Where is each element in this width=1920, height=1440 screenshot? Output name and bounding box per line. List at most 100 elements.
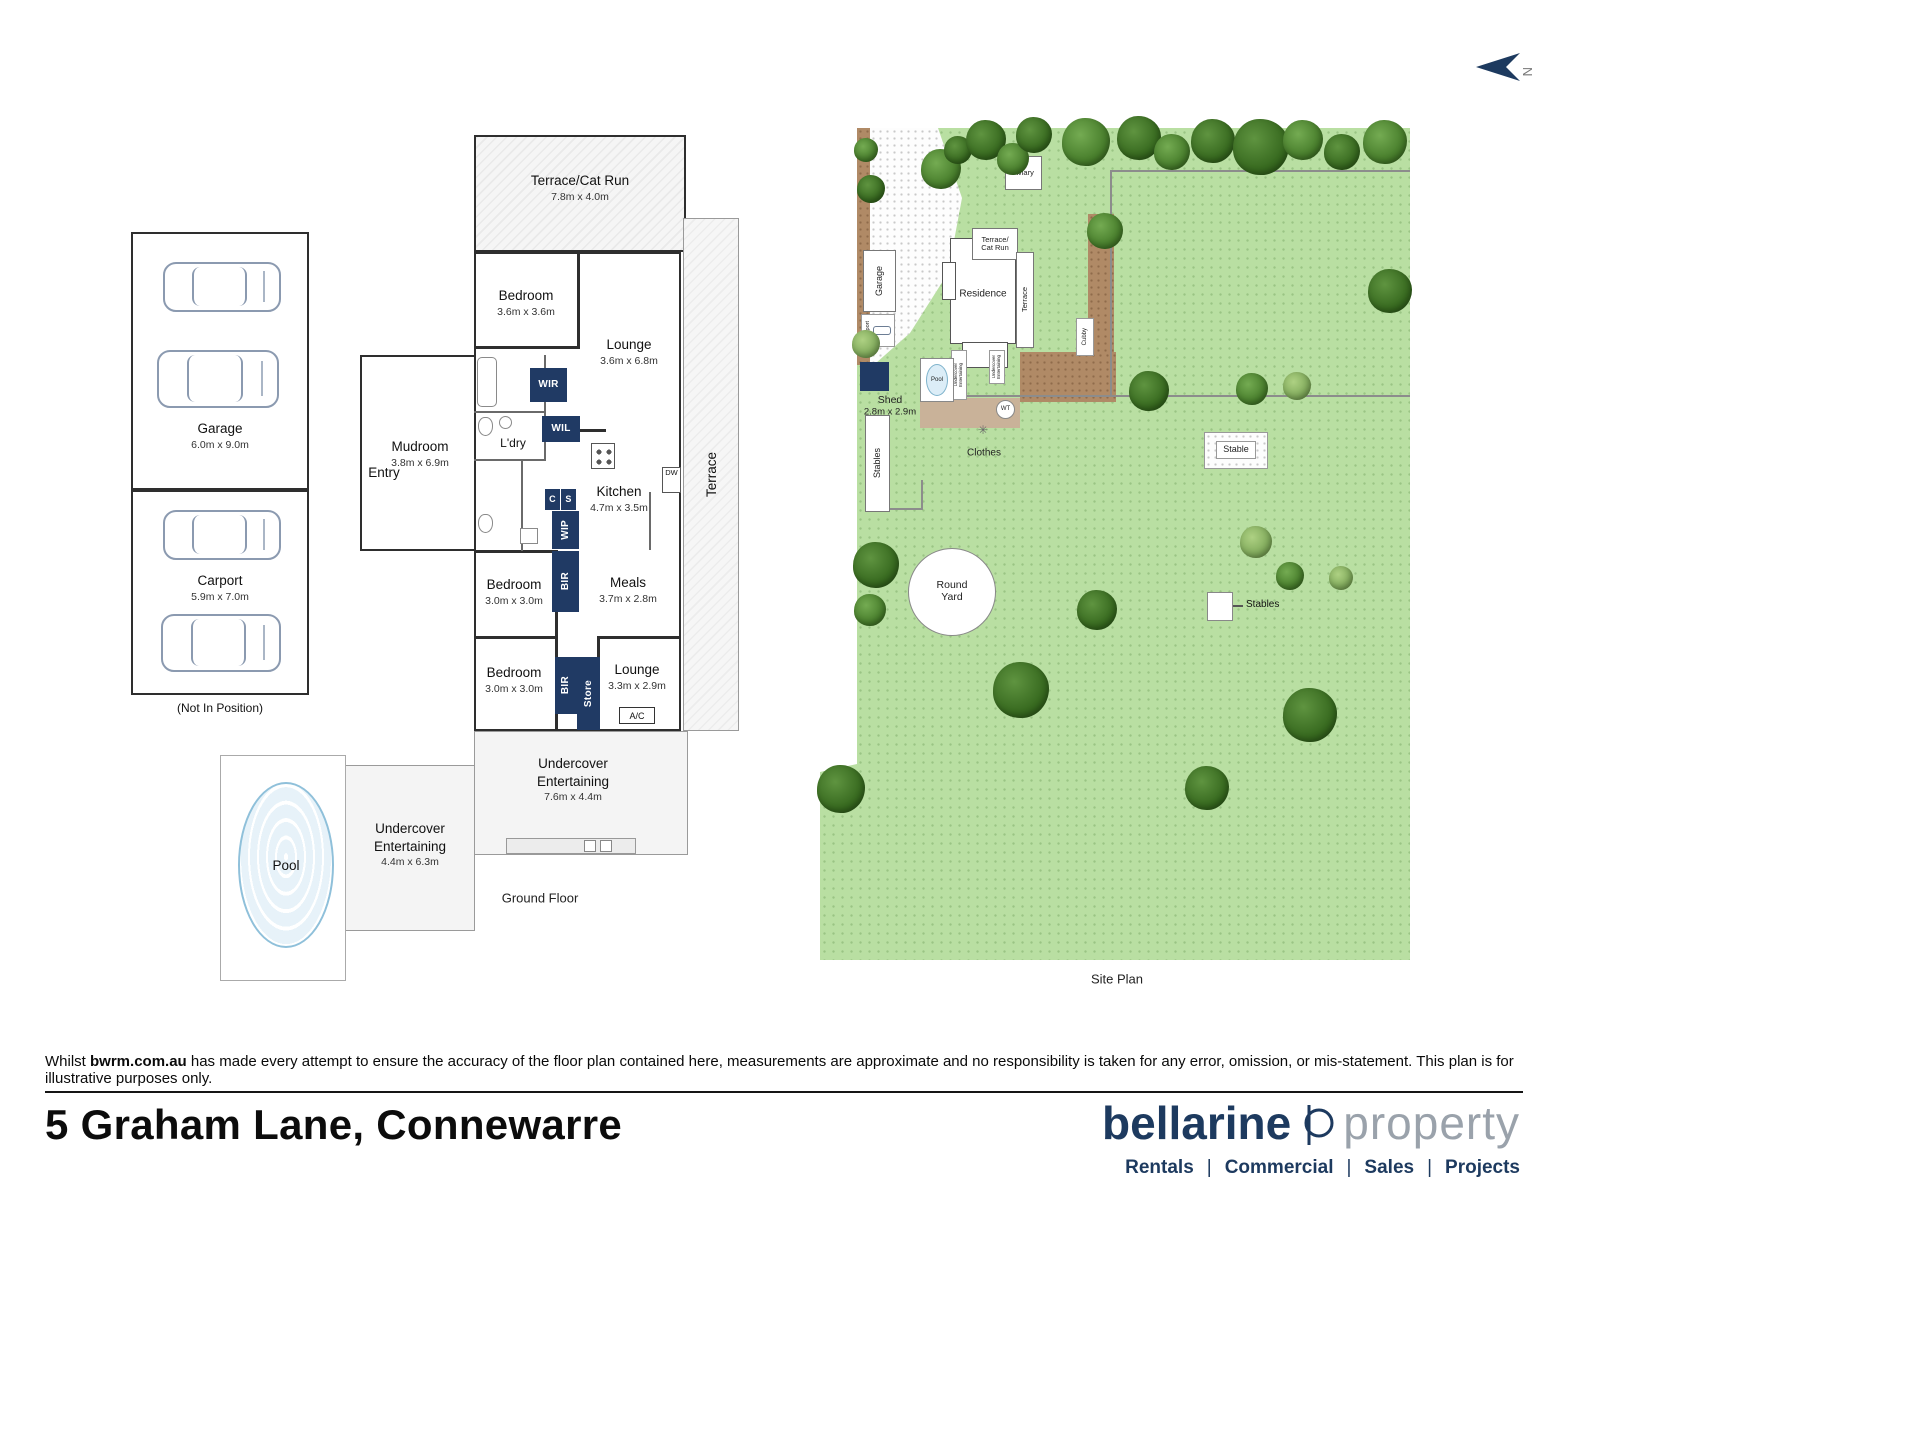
services-tagline: Rentals | Commercial | Sales | Projects xyxy=(1040,1157,1520,1179)
wip-label: WIP xyxy=(559,520,571,540)
fixture-shape xyxy=(499,416,512,429)
garage-label: Garage xyxy=(873,265,884,297)
wall-shape xyxy=(577,252,580,348)
bir-label: BIR xyxy=(559,572,571,591)
residence-label: Residence xyxy=(959,288,1007,300)
aviary-building: Aviary xyxy=(1005,156,1042,190)
bedroom1-label: Bedroom 3.6m x 3.6m xyxy=(497,287,555,319)
pool-shape: Pool xyxy=(926,364,948,396)
wip-box: WIP xyxy=(552,511,579,549)
pool-shape xyxy=(238,782,334,948)
room-name: Mudroom xyxy=(391,438,449,454)
stables-small-building xyxy=(1207,592,1233,621)
ac-box: A/C xyxy=(619,707,655,724)
dirt-shape xyxy=(1020,352,1116,402)
room-name: Garage xyxy=(197,420,243,436)
terrace-label: Terrace xyxy=(683,218,739,731)
undercover1-area xyxy=(474,731,688,855)
clothesline-icon: ✳ xyxy=(977,423,989,437)
shed-building xyxy=(860,362,889,391)
disclaimer-site: bwrm.com.au xyxy=(90,1053,187,1070)
room-name: Kitchen xyxy=(596,483,642,499)
bir-box: BIR xyxy=(555,657,577,714)
bbq-icon xyxy=(600,840,612,852)
bir-label: BIR xyxy=(560,676,571,695)
wall-shape xyxy=(521,459,523,551)
entry-label: Entry xyxy=(368,464,400,482)
brand-secondary: property xyxy=(1343,1097,1520,1149)
room-dims: 3.8m x 6.9m xyxy=(391,456,449,469)
room-name: Terrace/Cat Run xyxy=(530,172,630,188)
service-item: Sales xyxy=(1364,1157,1415,1178)
dishwasher-box: DW xyxy=(662,467,681,493)
terrace-cat-run-label: Terrace/Cat Run 7.8m x 4.0m xyxy=(531,172,629,204)
car-icon xyxy=(161,614,281,672)
agency-logo: bellarine property Rentals | Commercial … xyxy=(1040,1096,1520,1179)
room-name: Bedroom xyxy=(486,576,542,592)
room-name: Carport xyxy=(197,572,243,588)
stable-label: Stable xyxy=(1223,444,1249,455)
room-name: Undercover Entertaining xyxy=(373,821,447,854)
car-icon xyxy=(873,326,892,335)
brand-mark-icon xyxy=(1304,1105,1334,1145)
shelf-box: S xyxy=(561,489,576,510)
label-line: Yard xyxy=(941,591,963,603)
site-undercover-area: Undercover Entertaining xyxy=(989,350,1005,384)
room-dims: 7.6m x 4.4m xyxy=(544,791,602,804)
bir-box: BIR xyxy=(552,551,579,612)
cupboard-box: C xyxy=(545,489,560,510)
separator: | xyxy=(1346,1157,1352,1178)
fence-shape xyxy=(1110,170,1410,172)
site-pool: Pool xyxy=(920,358,954,402)
label-line: Round xyxy=(936,579,968,592)
room-name: Meals xyxy=(609,574,646,590)
c-label: C xyxy=(549,494,556,504)
room-name: L'dry xyxy=(500,436,526,451)
terrace-cat-run-area xyxy=(474,135,686,252)
car-icon xyxy=(163,262,281,312)
fence-shape xyxy=(921,480,923,510)
fixture-shape xyxy=(478,417,493,436)
carport-label: Carport 5.9m x 7.0m xyxy=(191,572,249,604)
undercover2-label: Undercover Entertaining 4.4m x 6.3m xyxy=(360,820,460,870)
terrace-label: Terrace xyxy=(1019,287,1029,313)
bbq-icon xyxy=(584,840,596,852)
room-name: Lounge xyxy=(606,336,652,352)
stable-chip: Stable xyxy=(1216,441,1256,459)
site-plan-caption: Site Plan xyxy=(1090,971,1144,987)
laundry-label: L'dry xyxy=(500,436,526,452)
site-carport-building: Carport xyxy=(861,314,895,347)
mudroom-outline xyxy=(360,355,476,551)
residence-wing xyxy=(942,262,956,300)
undercover1-label: Undercover Entertaining 7.6m x 4.4m xyxy=(513,755,633,805)
room-name: Entry xyxy=(368,465,400,481)
aviary-label: Aviary xyxy=(1013,167,1034,177)
wall-shape xyxy=(597,636,600,660)
label-line: Cat Run xyxy=(981,243,1009,252)
room-dims: 3.3m x 2.9m xyxy=(608,679,666,692)
label-line: Terrace/ xyxy=(981,234,1009,244)
room-dims: 4.7m x 3.5m xyxy=(590,501,648,514)
cubby-label: Cubby xyxy=(1081,328,1088,346)
fence-shape xyxy=(920,395,1410,397)
stables-right-label: Stables xyxy=(1246,599,1280,610)
wir-box: WIR xyxy=(530,368,567,402)
stables-building: Stables xyxy=(865,415,890,512)
wil-box: WIL xyxy=(542,416,580,442)
north-arrow-icon: N xyxy=(1476,50,1540,91)
label-line: Entertaining xyxy=(958,362,963,388)
carport-label: Carport xyxy=(864,321,871,340)
room-dims: 5.9m x 7.0m xyxy=(191,590,249,603)
terrace-area xyxy=(683,218,739,731)
stove-icon xyxy=(591,443,615,469)
wir-label: WIR xyxy=(538,379,559,390)
wil-label: WIL xyxy=(551,423,571,434)
wall-shape xyxy=(474,636,558,639)
room-name: Terrace xyxy=(703,451,719,497)
stables-label: Stables xyxy=(871,448,882,479)
undercover2-area xyxy=(345,765,475,931)
fence-shape xyxy=(868,508,922,510)
clothes-label: Clothes xyxy=(967,447,1001,459)
wt-label: WT xyxy=(1000,406,1011,413)
